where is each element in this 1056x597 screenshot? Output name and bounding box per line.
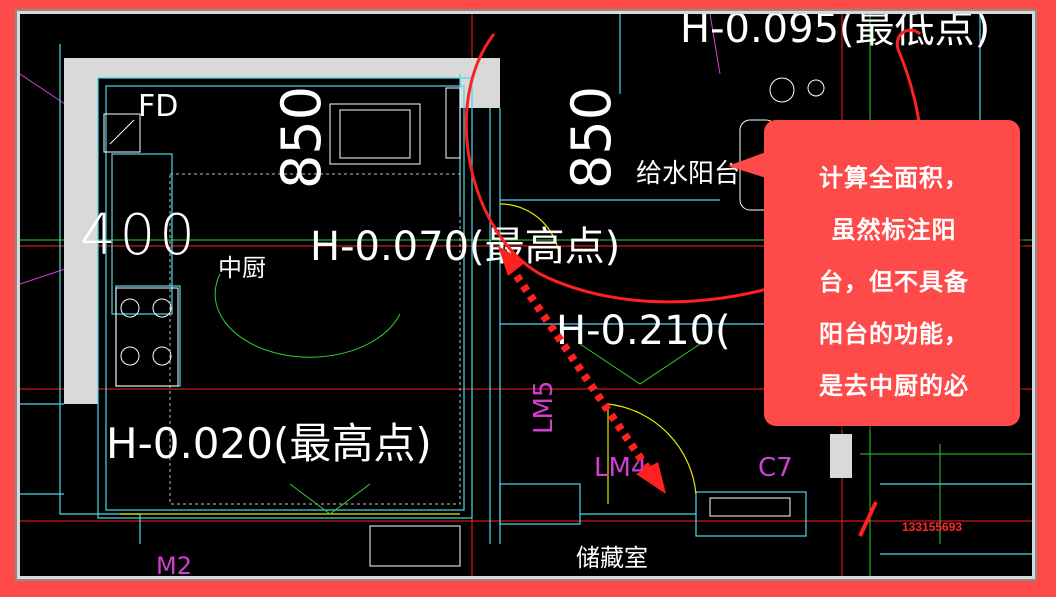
label-storage: 储藏室 [576,544,648,572]
arrow-head-top-icon [498,246,526,276]
watermark-text: 133155693 [902,520,963,534]
label-m2: M2 [156,552,192,576]
label-supply-balcony: 给水阳台 [636,159,740,189]
label-dim-850-right: 850 [560,86,623,189]
annotation-dotted-line [506,263,658,481]
label-lm5: LM5 [529,381,559,434]
red-tick-mark [858,501,878,537]
cad-text: FD 400 850 850 中厨 给水阳台 H-0.095(最低点) H-0.… [80,14,990,572]
label-fd: FD [138,89,178,124]
label-elev-020: H-0.020(最高点) [106,419,432,468]
white-details [103,77,825,567]
green-arcs [214,273,701,515]
callout-line-5: 是去中厨的必 [819,372,969,400]
dashed-lines [169,173,461,505]
label-c7: C7 [758,453,793,483]
label-dim-400: 400 [80,203,199,268]
callout-line-2: 虽然标注阳 [831,216,957,244]
callout-pointer [728,152,766,178]
label-elev-070: H-0.070(最高点) [310,224,620,270]
arrow-head-bottom-icon [636,462,666,494]
callout-line-1: 计算全面积， [819,164,969,192]
callout-line-4: 阳台的功能， [819,320,969,348]
label-elev-top: H-0.095(最低点) [680,14,990,52]
walls [64,58,852,478]
door-swings [120,203,697,515]
annotation-callout: 计算全面积， 虽然标注阳 台，但不具备 阳台的功能， 是去中厨的必 [764,120,1020,426]
label-elev-210: H-0.210( [556,308,731,354]
cad-magenta-text: LM5 LM4 C7 M2 [156,381,793,576]
callout-line-3: 台，但不具备 [819,268,969,296]
label-kitchen: 中厨 [218,254,266,282]
label-dim-850-left: 850 [270,86,333,189]
